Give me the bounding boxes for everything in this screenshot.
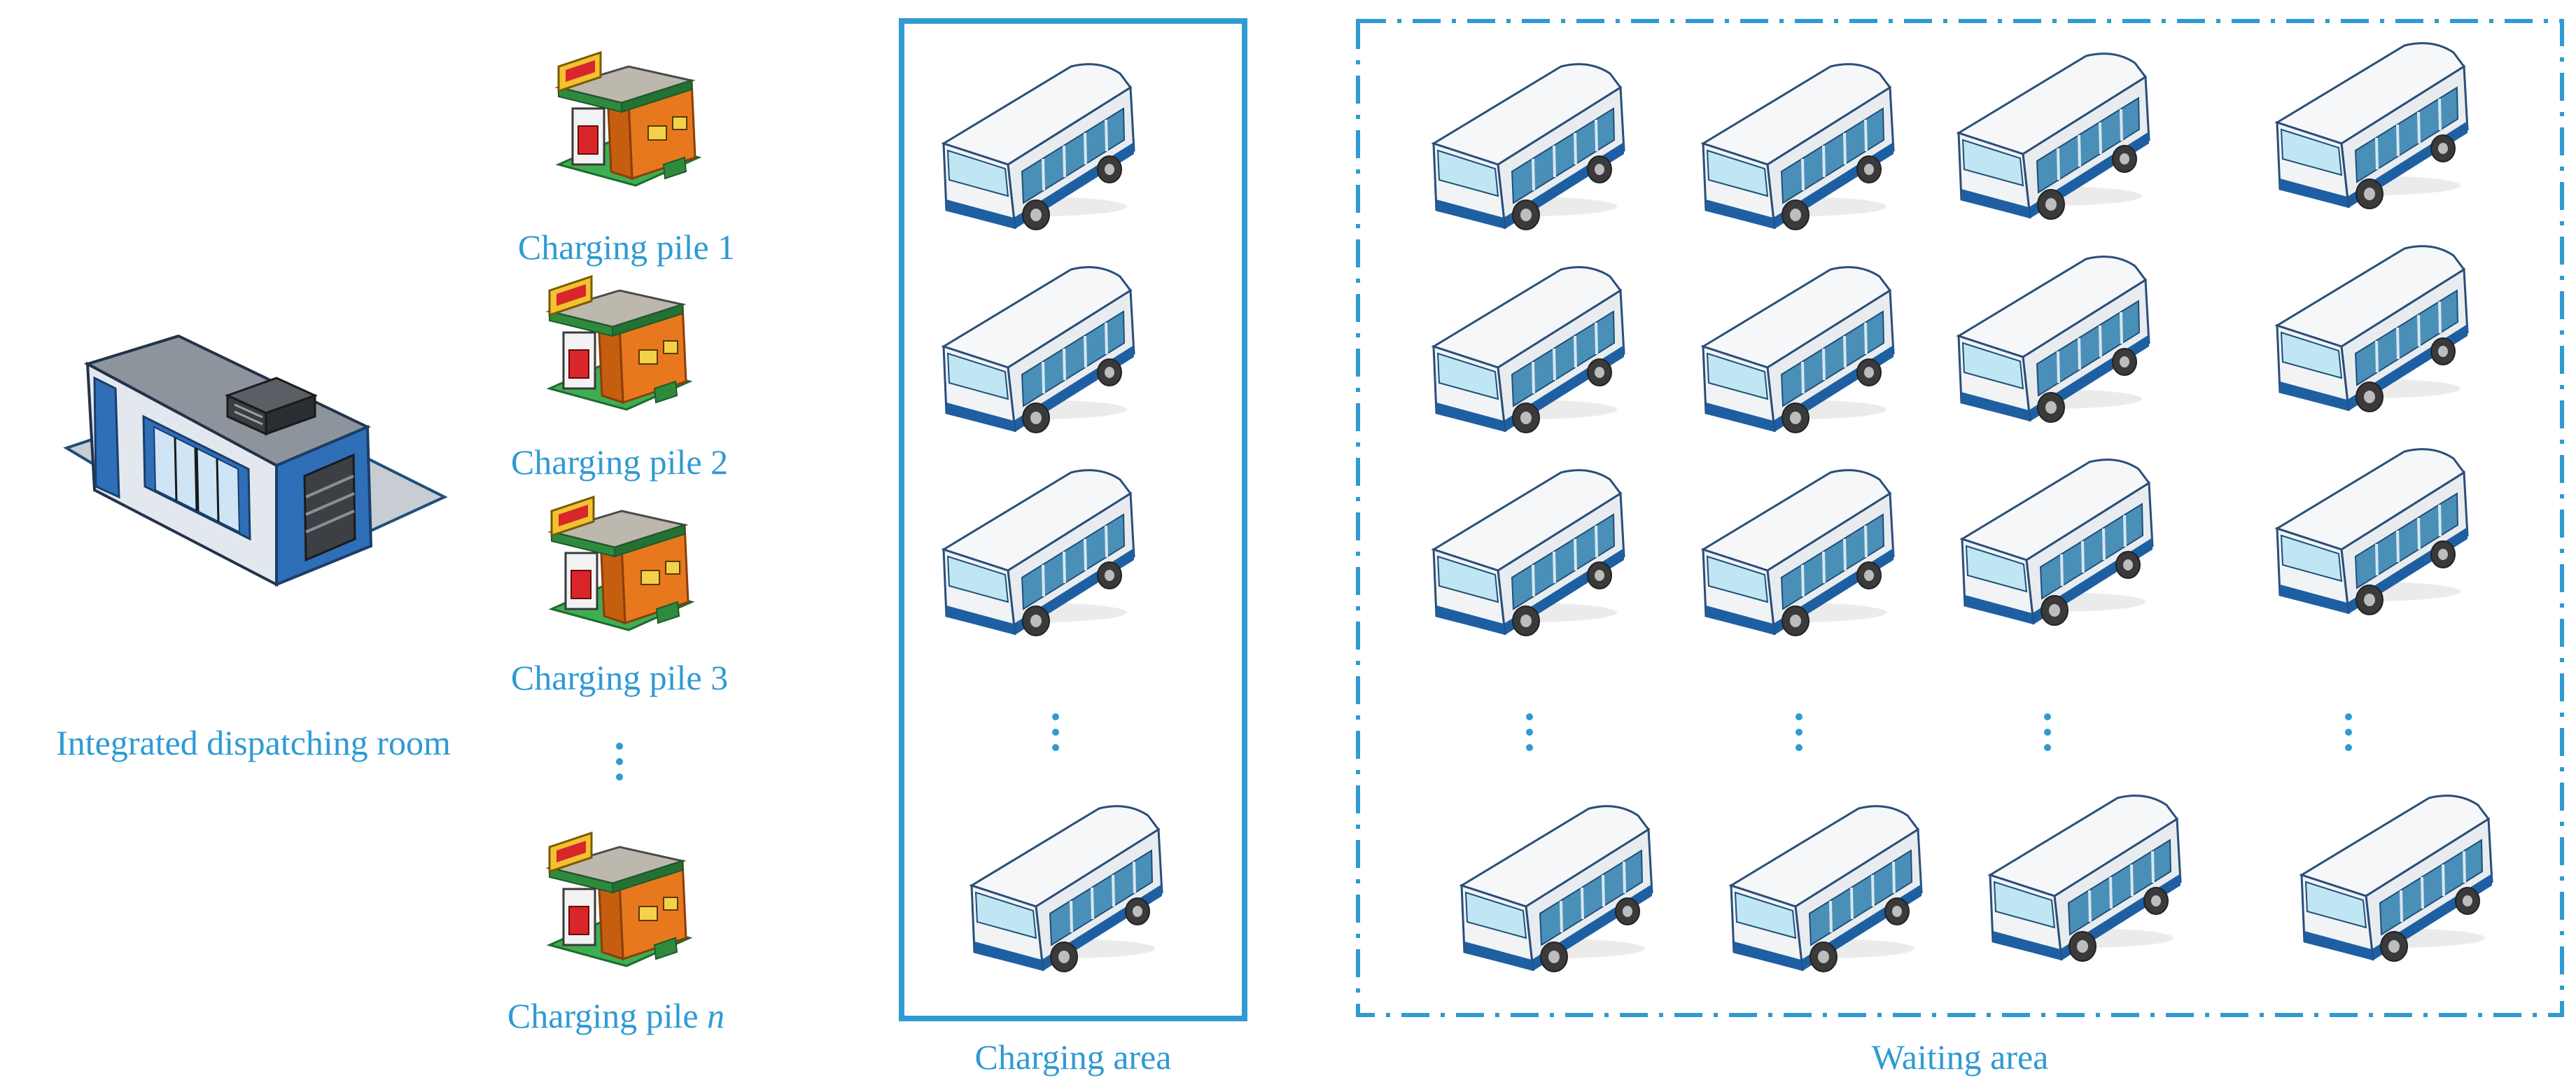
charging-pile-label: Charging pile 3: [511, 658, 728, 697]
vertical-ellipsis-icon: [616, 743, 623, 780]
dispatching-room-label: Integrated dispatching room: [56, 723, 451, 762]
electric-bus-icon: [942, 265, 1135, 434]
electric-bus-icon: [2300, 794, 2493, 962]
waiting-area-box: [1356, 19, 2564, 1017]
charging-area-label: Charging area: [975, 1037, 1172, 1077]
electric-bus-icon: [970, 804, 1163, 973]
charging-area-buses: [942, 62, 1163, 973]
electric-bus-icon: [1702, 62, 1895, 232]
waiting-area-label: Waiting area: [1872, 1037, 2049, 1077]
dispatching-building-icon: [66, 336, 444, 584]
electric-bus-icon: [942, 468, 1135, 637]
electric-bus-icon: [942, 62, 1135, 232]
electric-bus-icon: [1957, 255, 2150, 424]
electric-bus-icon: [1989, 794, 2182, 962]
electric-bus-icon: [1432, 468, 1625, 637]
charging-pile-label: Charging pile n: [507, 996, 724, 1035]
electric-bus-icon: [1432, 265, 1625, 434]
charging-pile-3: Charging pile 3: [511, 496, 728, 697]
electric-bus-icon: [2276, 447, 2469, 616]
charging-station-icon: [548, 832, 691, 967]
charging-pile-1: Charging pile 1: [518, 51, 735, 267]
electric-bus-icon: [1957, 52, 2150, 221]
charging-pile-n: Charging pile n: [507, 832, 724, 1035]
charging-station-icon: [548, 275, 691, 411]
electric-bus-icon: [1432, 62, 1625, 232]
electric-bus-icon: [2276, 244, 2469, 413]
charging-station-icon: [557, 51, 700, 187]
electric-bus-icon: [1702, 265, 1895, 434]
electric-bus-icon: [1460, 804, 1653, 973]
electric-bus-icon: [1961, 458, 2154, 626]
charging-pile-label: Charging pile 1: [518, 227, 735, 267]
electric-bus-icon: [1702, 468, 1895, 637]
charging-station-icon: [550, 496, 693, 631]
waiting-area-buses: [1432, 41, 2493, 973]
charging-area-box: [899, 18, 1247, 1021]
charging-pile-2: Charging pile 2: [511, 275, 728, 482]
charging-pile-label: Charging pile 2: [511, 442, 728, 482]
vertical-ellipsis-icon: [1526, 713, 2352, 751]
vertical-ellipsis-icon: [1052, 713, 1059, 751]
electric-bus-icon: [1730, 804, 1923, 973]
electric-bus-icon: [2276, 41, 2469, 210]
